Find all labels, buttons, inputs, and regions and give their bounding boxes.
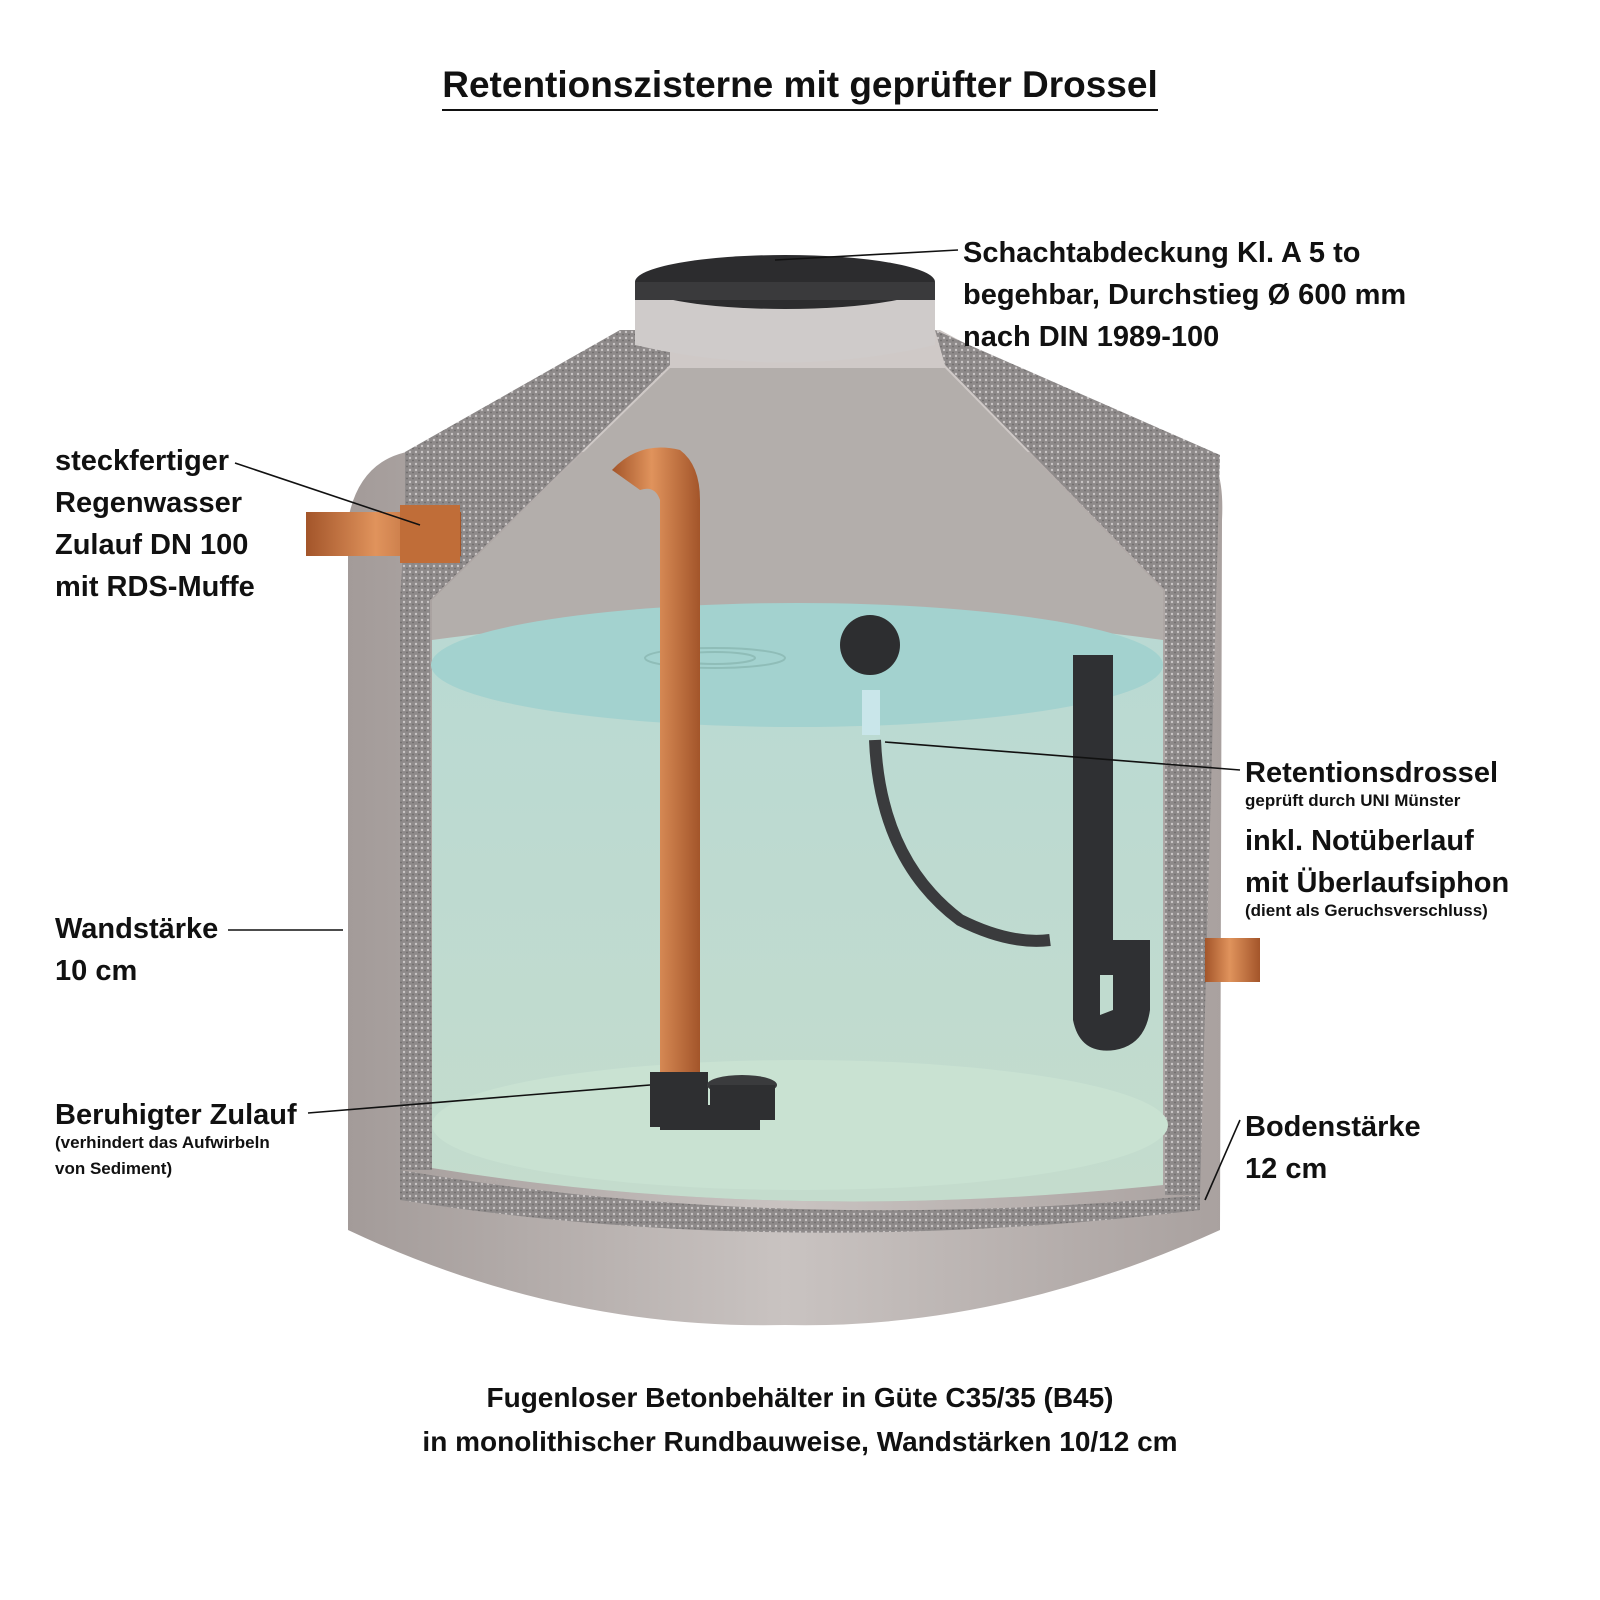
label-wall-line: 10 cm [55, 955, 138, 987]
wall-section-floor [400, 1170, 1200, 1233]
label-floor: Bodenstärke 12 cm [1245, 1106, 1421, 1190]
wall-section-left [400, 330, 670, 1170]
label-cover-line: nach DIN 1989-100 [963, 321, 1220, 353]
label-overflow-line: inkl. Notüberlauf [1245, 825, 1474, 857]
leader-lines [228, 249, 1241, 1201]
label-inlet-line: Zulauf DN 100 [55, 529, 249, 561]
float-ball [840, 615, 900, 675]
overflow-siphon [1073, 940, 1150, 1051]
manhole-cover-rim [635, 282, 935, 300]
label-calm-inlet: Beruhigter Zulauf (verhindert das Aufwir… [55, 1094, 297, 1182]
footer-line-2: in monolithischer Rundbauweise, Wandstär… [422, 1426, 1178, 1457]
ripple [644, 647, 786, 669]
page-title: Retentionszisterne mit geprüfter Drossel [0, 64, 1600, 111]
label-floor-line: Bodenstärke [1245, 1111, 1421, 1143]
tank-floor [432, 1060, 1168, 1190]
wall-section-right [935, 330, 1220, 1195]
throttle-valve [862, 690, 880, 735]
label-calm-inlet-note: von Sediment) [55, 1159, 173, 1178]
inlet-socket [400, 505, 460, 563]
label-cover: Schachtabdeckung Kl. A 5 to begehbar, Du… [963, 232, 1406, 358]
label-calm-inlet-note: (verhindert das Aufwirbeln [55, 1133, 270, 1152]
label-inlet: steckfertiger Regenwasser Zulauf DN 100 … [55, 440, 255, 608]
water-body [432, 615, 1163, 1202]
label-wall-line: Wandstärke [55, 913, 219, 945]
calm-inlet-body [710, 1085, 775, 1120]
throttle-hose [869, 739, 1051, 947]
label-overflow: inkl. Notüberlauf mit Überlaufsiphon (di… [1245, 820, 1509, 924]
footer-line-1: Fugenloser Betonbehälter in Güte C35/35 … [486, 1382, 1114, 1413]
title-text: Retentionszisterne mit geprüfter Drossel [442, 64, 1158, 111]
label-wall: Wandstärke 10 cm [55, 908, 218, 992]
water-surface [431, 603, 1163, 727]
label-inlet-line: Regenwasser [55, 487, 242, 519]
label-overflow-line: mit Überlaufsiphon [1245, 867, 1510, 899]
label-inlet-line: steckfertiger [55, 445, 230, 477]
label-overflow-note: (dient als Geruchsverschluss) [1245, 901, 1488, 920]
label-cover-line: begehbar, Durchstieg Ø 600 mm [963, 279, 1407, 311]
label-inlet-line: mit RDS-Muffe [55, 571, 255, 603]
label-throttle: Retentionsdrossel geprüft durch UNI Müns… [1245, 752, 1498, 814]
outlet-pipe-outside [1205, 938, 1260, 982]
inlet-downpipe [612, 447, 700, 1080]
label-throttle-title: Retentionsdrossel [1245, 757, 1498, 789]
label-throttle-sub: geprüft durch UNI Münster [1245, 791, 1461, 810]
overflow-pipe [1073, 655, 1113, 975]
label-floor-line: 12 cm [1245, 1153, 1328, 1185]
label-calm-inlet-title: Beruhigter Zulauf [55, 1099, 297, 1131]
label-cover-line: Schachtabdeckung Kl. A 5 to [963, 237, 1361, 269]
